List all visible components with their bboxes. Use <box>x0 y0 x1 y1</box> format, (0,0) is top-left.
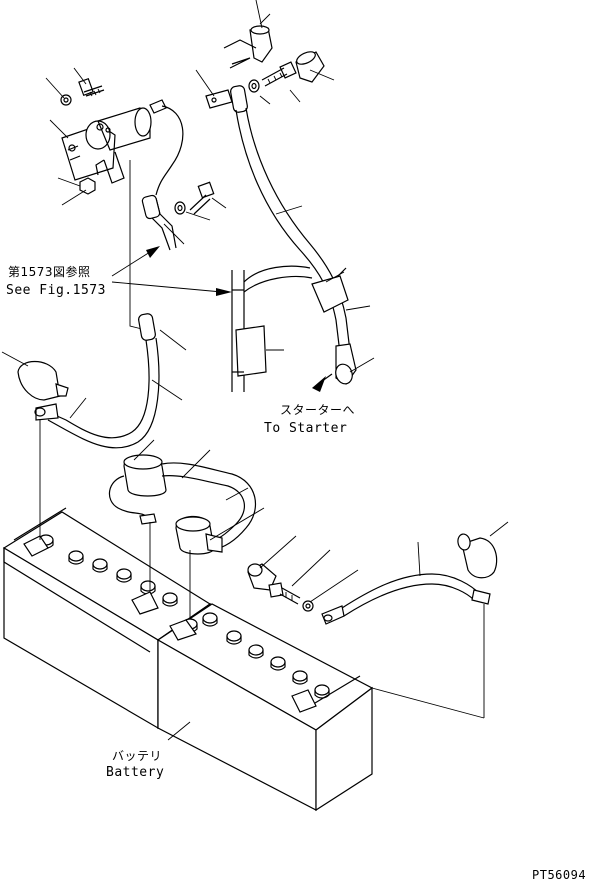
washer-center <box>174 201 186 215</box>
battery-right <box>156 603 374 812</box>
battery-cable-left <box>34 313 160 449</box>
see-fig-label-en: See Fig.1573 <box>6 283 106 298</box>
relay-bolt <box>78 77 105 97</box>
drawing-number: PT56094 <box>532 868 587 882</box>
relay-nut <box>79 177 96 195</box>
boot-small <box>247 563 277 591</box>
boot-right <box>457 533 498 579</box>
battery-label-jp: バッテリ <box>112 749 163 763</box>
battery-caps-right <box>169 612 330 713</box>
bolt-lower <box>268 582 301 605</box>
to-starter-label-jp: スターターへ <box>280 403 356 417</box>
bolt-center <box>189 181 215 215</box>
see-fig-label-jp: 第1573図参照 <box>8 265 91 279</box>
harness <box>231 265 313 392</box>
boot-top-right <box>295 51 325 83</box>
terminal-washer-top <box>248 79 260 93</box>
washer-lower <box>302 600 314 612</box>
terminal-bolt-top <box>261 61 297 87</box>
ground-cable-right <box>321 573 491 625</box>
battery-caps-left <box>23 534 178 615</box>
cable-to-relay <box>141 194 177 251</box>
terminal-plate <box>205 89 233 109</box>
boot-center <box>175 515 223 555</box>
terminal-boot-top <box>249 25 273 63</box>
battery-relay <box>61 99 184 196</box>
jumper-cable <box>108 454 256 551</box>
boot-left <box>17 360 69 401</box>
ground-cable-to-starter <box>230 85 357 385</box>
to-starter-label-en: To Starter <box>264 421 348 436</box>
battery-label-en: Battery <box>106 765 165 780</box>
